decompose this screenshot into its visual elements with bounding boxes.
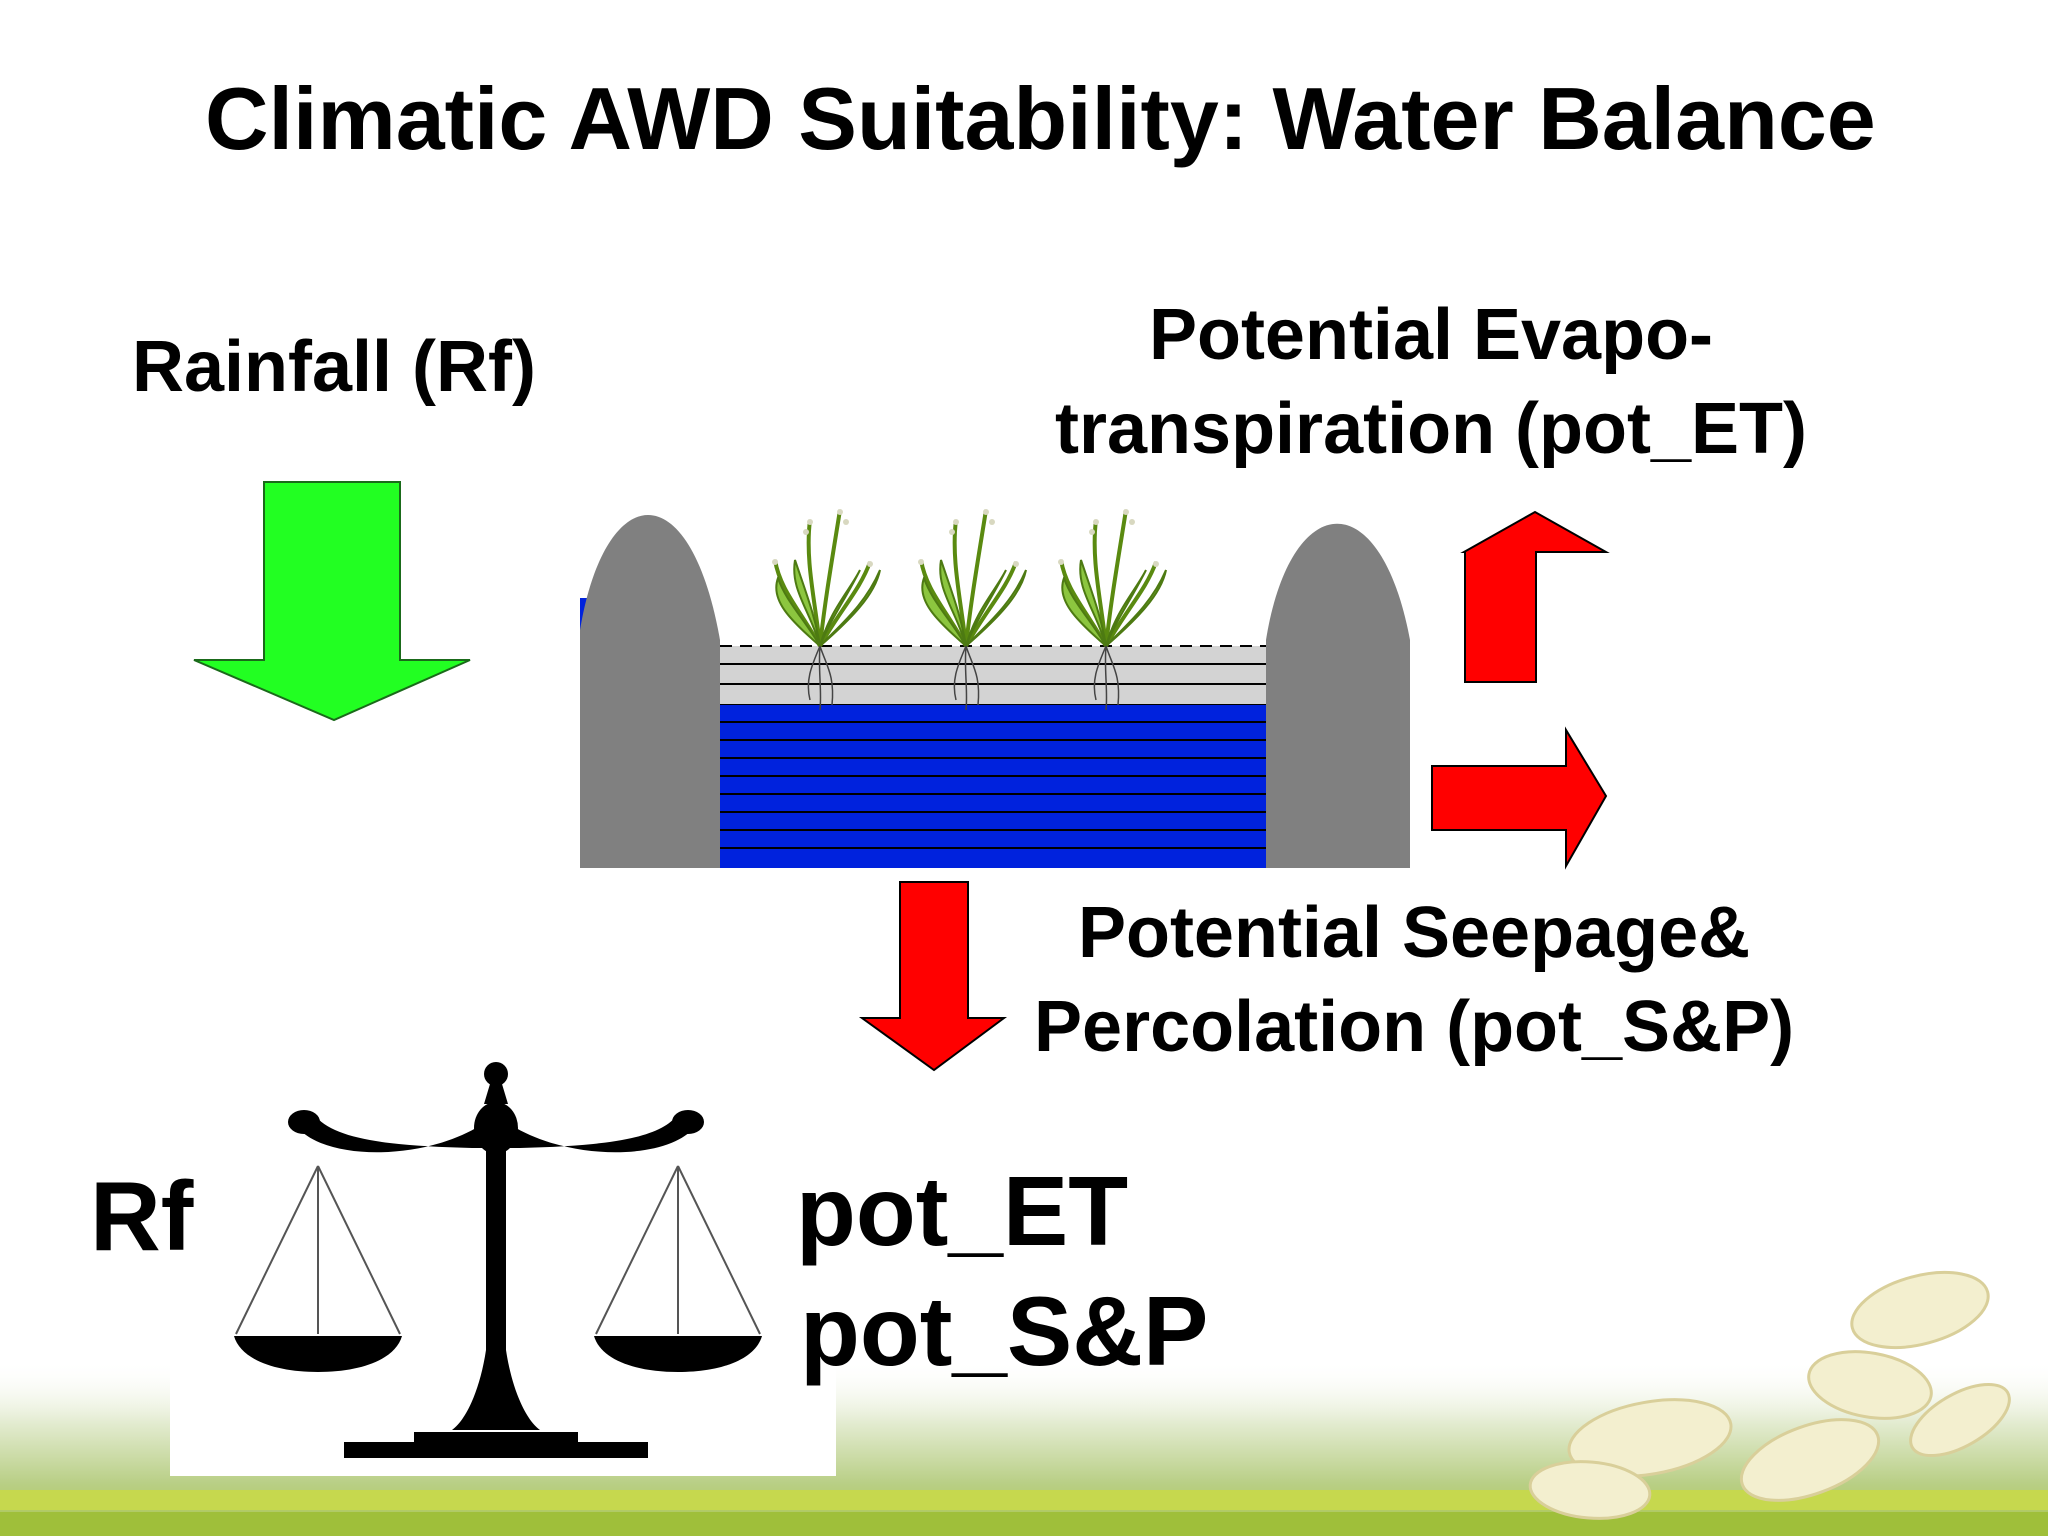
seepage-percolation-label: Potential Seepage& Percolation (pot_S&P) (1034, 886, 1794, 1074)
paddy-field-cross-section (580, 509, 1410, 868)
rice-plant-icon (1058, 509, 1167, 711)
rice-plant-icon (772, 509, 881, 711)
evapotranspiration-label-line2: transpiration (pot_ET) (1055, 389, 1807, 469)
scale-of-justice-icon (170, 1062, 836, 1476)
balance-left-label: Rf (90, 1161, 194, 1271)
rainfall-arrow (193, 481, 471, 722)
balance-right-label-et: pot_ET (796, 1156, 1129, 1266)
rainfall-label: Rainfall (Rf) (132, 327, 536, 407)
evapotranspiration-label-line1: Potential Evapo- (1148, 295, 1714, 375)
rice-grains-decoration (1528, 1270, 2011, 1520)
evapotranspiration-label: Potential Evapo- transpiration (pot_ET) (1055, 288, 1807, 476)
standing-water (720, 703, 1266, 868)
slide-title: Climatic AWD Suitability: Water Balance (205, 69, 1876, 168)
seepage-arrow (1431, 726, 1608, 870)
right-bund (1266, 523, 1410, 868)
percolation-arrow (858, 881, 1008, 1072)
soil-layer (720, 645, 1266, 704)
left-bund (580, 515, 720, 868)
seepage-label-line1: Potential Seepage& (1077, 893, 1751, 973)
balance-right-label-sp: pot_S&P (800, 1276, 1209, 1386)
evapotranspiration-arrow (1460, 510, 1610, 683)
seepage-label-line2: Percolation (pot_S&P) (1034, 987, 1795, 1067)
rice-plant-icon (918, 509, 1027, 711)
